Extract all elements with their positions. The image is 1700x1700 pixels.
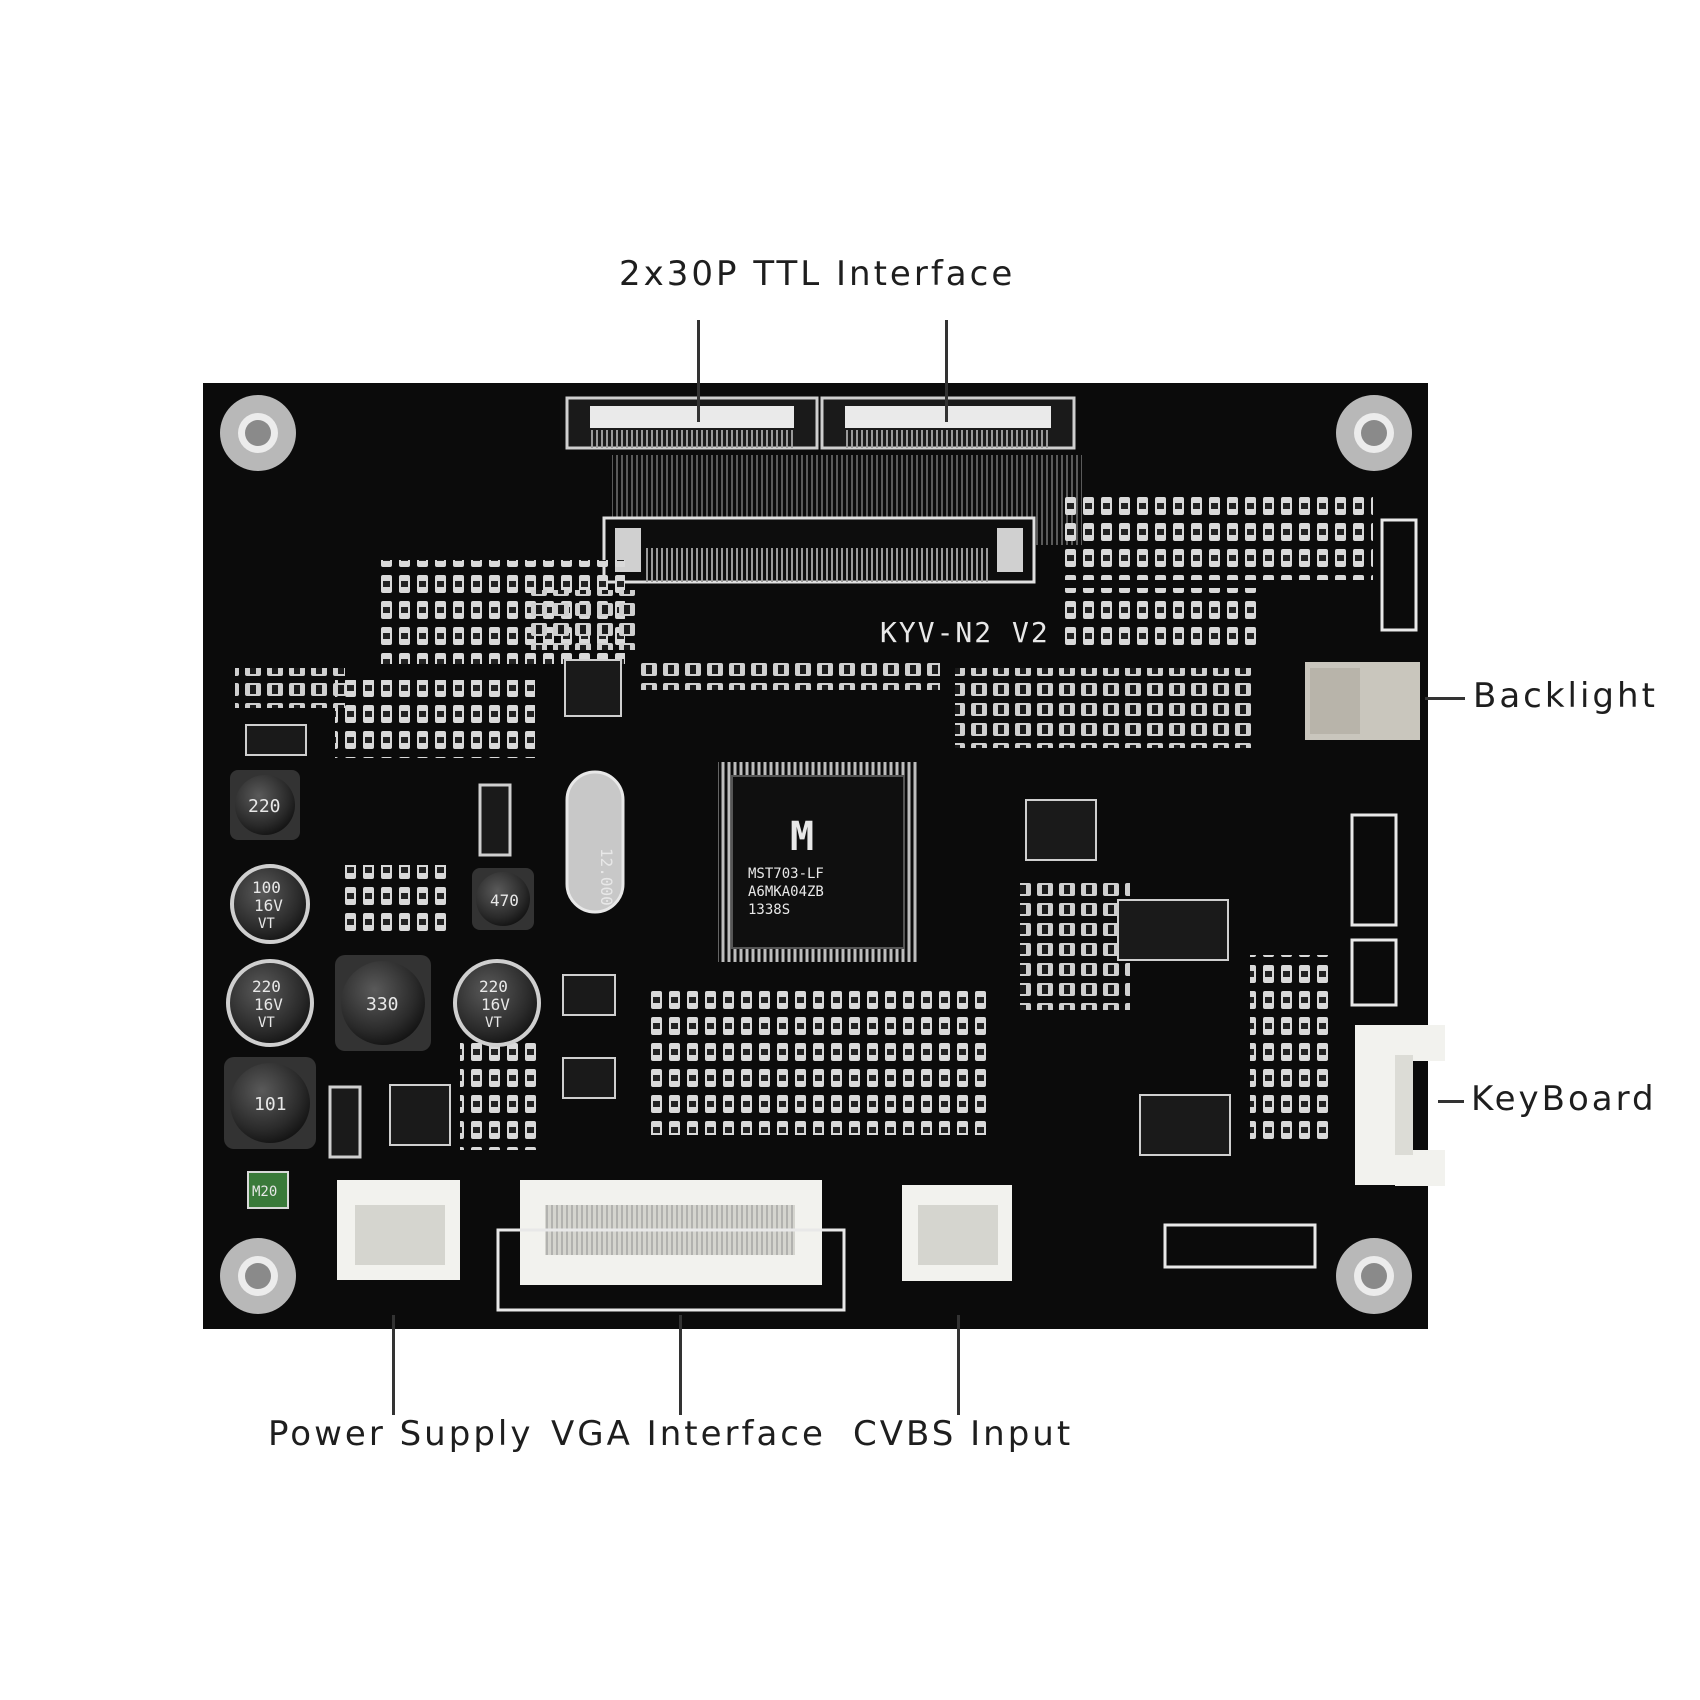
vga-leader [679,1315,682,1415]
passive-array [530,590,640,650]
ic-soic [389,1084,451,1146]
backlight-leader [1425,697,1465,700]
fpc1-connector [602,516,1036,584]
svg-text:VT: VT [258,1015,275,1031]
passive-array [235,668,345,708]
ic-soic [1025,799,1097,861]
ttl-connector-right [820,396,1076,450]
svg-text:220: 220 [479,977,508,996]
vga-interface-label: VGA Interface [551,1414,826,1454]
cvbs-leader [957,1315,960,1415]
resistor-array [640,660,940,690]
ic-regulator [562,974,616,1016]
cvbs-input-label: CVBS Input [853,1414,1074,1454]
passive-array [1020,880,1130,1010]
keyboard-leader [1438,1100,1464,1103]
inductor: 470 [472,868,534,930]
ic-regulator [562,1057,616,1099]
chip-line-1: MST703-LF [748,866,824,882]
svg-text:M: M [790,814,814,860]
ttl-interface-label: 2x30P TTL Interface [619,254,1016,294]
ttl-leader-left [697,320,700,422]
crystal-label: 12.000 [597,848,616,906]
fuse: M20 [247,1171,289,1209]
diode [478,783,512,857]
backlight-connector [1305,662,1420,740]
backlight-label: Backlight [1473,676,1658,716]
electrolytic-capacitor: 100 16V VT [230,864,310,944]
svg-text:100: 100 [252,878,281,897]
resistor-array [1058,588,1258,648]
power-connector [337,1180,460,1280]
keyboard-label: KeyBoard [1471,1079,1657,1119]
electrolytic-capacitor: 220 16V VT [453,959,541,1047]
passive-array [1250,955,1330,1145]
svg-text:16V: 16V [254,896,283,915]
ic-soic [564,659,622,717]
vga-connector [520,1180,822,1285]
j2-outline [496,1228,846,1312]
passive-array [340,865,450,935]
svg-text:330: 330 [366,994,399,1015]
svg-text:220: 220 [252,977,281,996]
ic-soic [1117,899,1229,961]
svg-text:VT: VT [485,1015,502,1031]
ttl-connector-left [565,396,819,450]
inductor: 330 [335,955,431,1051]
cn5-header [1350,938,1398,1007]
svg-text:16V: 16V [254,995,283,1014]
cvbs-connector [902,1185,1012,1281]
svg-text:M20: M20 [252,1184,277,1200]
svg-text:VT: VT [258,916,275,932]
board-model-label: KYV-N2 V2 [880,616,1050,649]
ic-soic [1139,1094,1231,1156]
power-supply-label: Power Supply [268,1414,534,1454]
passive-array [335,680,535,758]
svg-text:470: 470 [490,891,519,910]
mounting-hole [1336,1238,1412,1314]
cn8-header [1163,1223,1317,1269]
svg-text:101: 101 [254,1094,287,1115]
resistor-array [955,668,1255,748]
power-leader [392,1315,395,1415]
inductor: 220 [230,770,300,840]
keyboard-connector [1355,1025,1445,1186]
ic-soic [245,724,307,756]
passive-array [650,985,990,1135]
resistor-array [1058,492,1373,580]
electrolytic-capacitor: 220 16V VT [226,959,314,1047]
diode [328,1085,362,1159]
chip-line-2: A6MKA04ZB [748,884,824,900]
crystal-oscillator: 12.000 [565,770,625,914]
ttl-leader-right [945,320,948,422]
mounting-hole [220,1238,296,1314]
mounting-hole [220,395,296,471]
svg-text:16V: 16V [481,995,510,1014]
chip-line-3: 1338S [748,902,790,918]
cn6-header [1350,813,1398,927]
mounting-hole [1336,395,1412,471]
inductor: 101 [224,1057,316,1149]
main-chip: M MST703-LF A6MKA04ZB 1338S [718,762,918,962]
passive-array [460,1040,540,1150]
svg-text:220: 220 [248,796,281,817]
cn7-header [1380,518,1418,632]
